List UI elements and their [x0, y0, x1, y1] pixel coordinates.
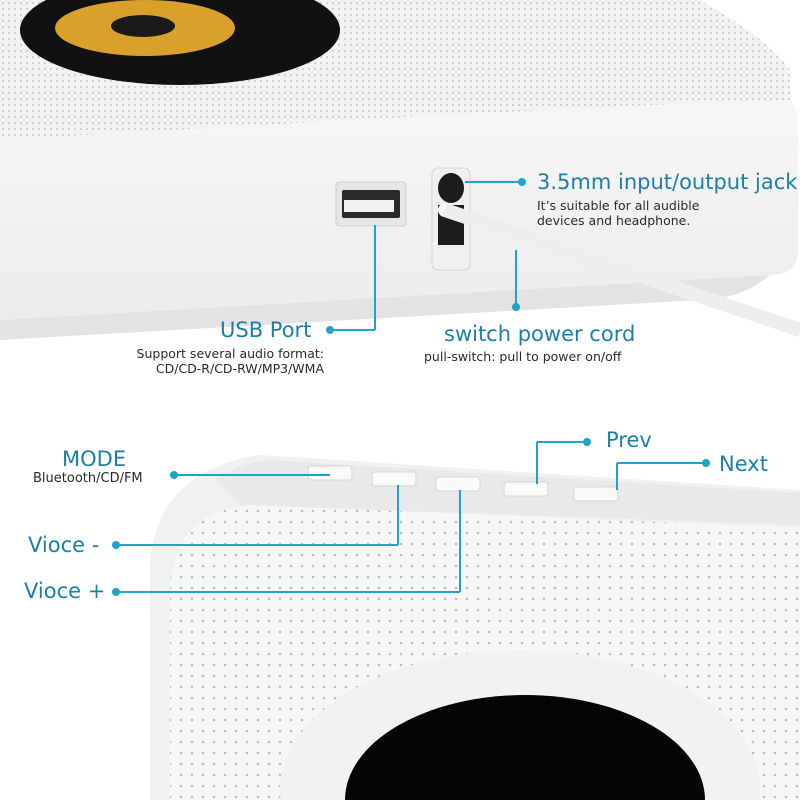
callout-title-audio-jack: 3.5mm input/output jack — [537, 170, 798, 194]
desc-line: It’s suitable for all audible — [537, 198, 700, 213]
mode-button[interactable] — [308, 466, 352, 480]
control-buttons — [307, 465, 619, 502]
disc-window — [345, 695, 705, 800]
volume-up-button[interactable] — [436, 477, 480, 491]
callout-desc-audio-jack: It’s suitable for all audible devices an… — [537, 198, 699, 228]
desc-line: CD/CD-R/CD-RW/MP3/WMA — [155, 361, 324, 376]
power-cord — [438, 203, 800, 337]
prev-button[interactable] — [504, 482, 548, 496]
next-button[interactable] — [574, 487, 618, 501]
callout-desc-power-cord: pull-switch: pull to power on/off — [424, 349, 621, 364]
callout-title-next: Next — [719, 452, 768, 476]
callout-title-volume-down: Vioce - — [28, 533, 100, 557]
desc-line: pull-switch: pull to power on/off — [424, 349, 622, 364]
callout-title-volume-up: Vioce + — [24, 579, 106, 603]
desc-line: Support several audio format: — [136, 346, 324, 361]
callout-title-usb-port: USB Port — [220, 318, 312, 342]
spindle — [111, 15, 175, 37]
callout-title-mode: MODE — [62, 447, 127, 471]
audio-jack — [438, 173, 464, 203]
callout-title-power-cord: switch power cord — [444, 322, 636, 346]
callout-desc-mode: Bluetooth/CD/FM — [33, 471, 143, 486]
callout-title-prev: Prev — [606, 428, 652, 452]
device-side-illustration — [0, 0, 800, 340]
volume-down-button[interactable] — [372, 472, 416, 486]
desc-line: devices and headphone. — [537, 213, 691, 228]
callout-desc-usb-port: Support several audio format: CD/CD-R/CD… — [104, 346, 324, 376]
